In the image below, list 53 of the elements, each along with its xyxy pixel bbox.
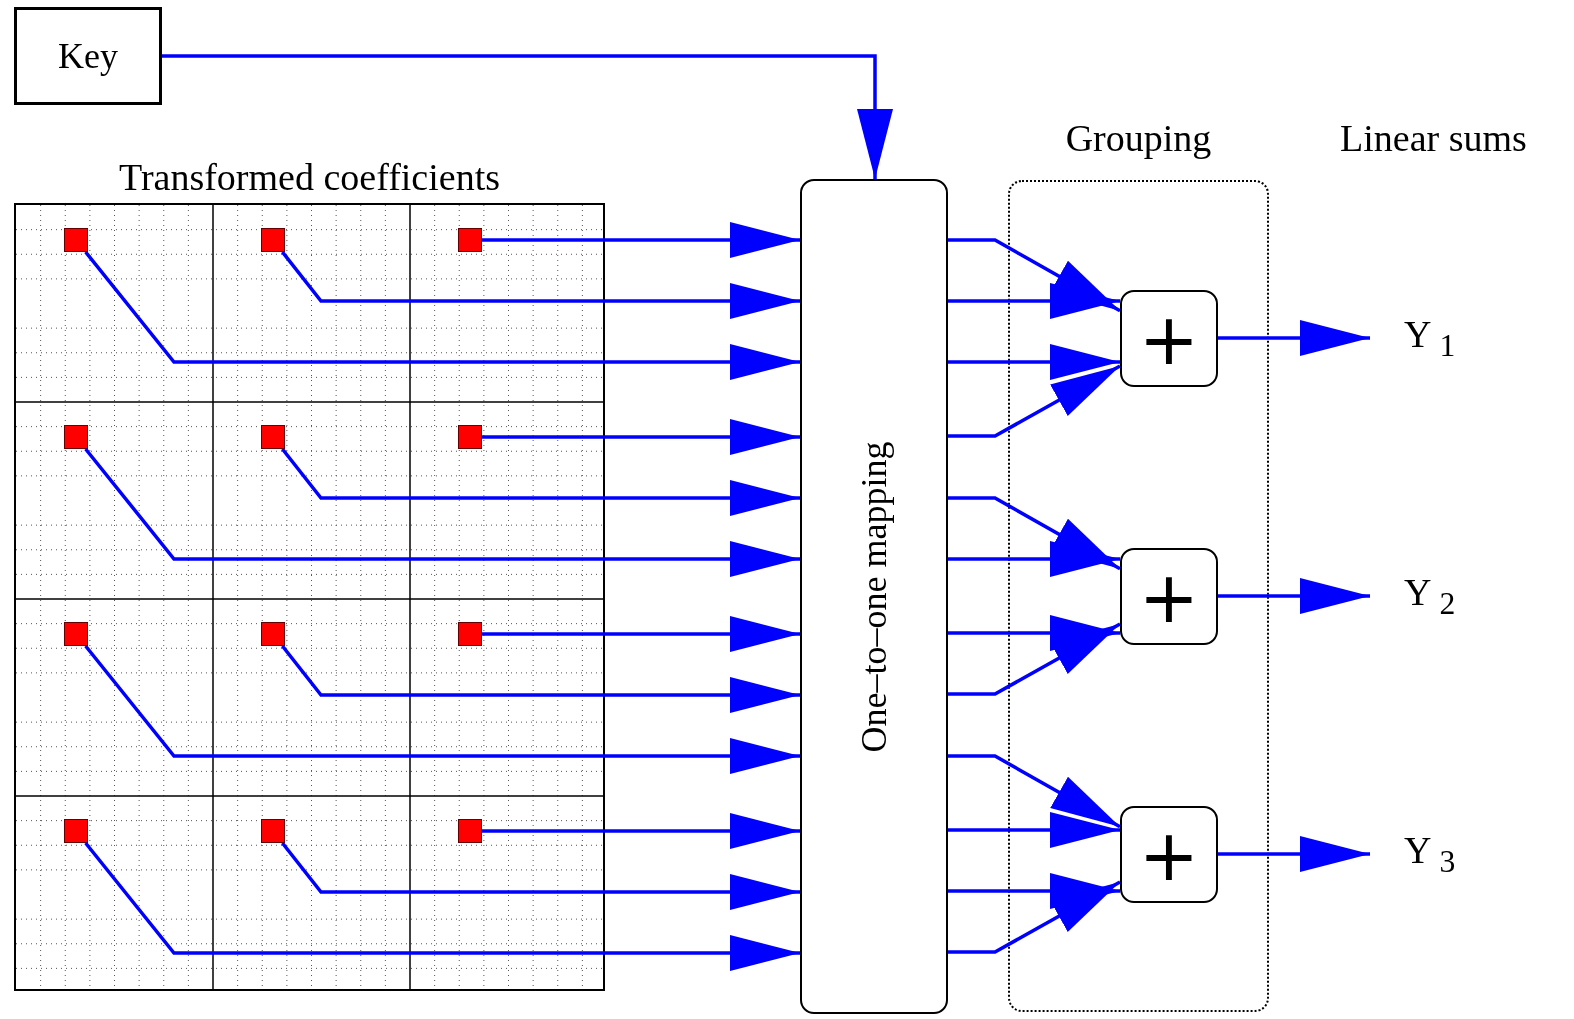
coefficient-marker	[261, 425, 285, 449]
coefficient-marker	[64, 819, 88, 843]
arrow	[948, 754, 1121, 829]
arrow	[1218, 836, 1370, 872]
arrow	[281, 644, 800, 713]
arrow	[482, 222, 800, 258]
coefficient-marker	[458, 622, 482, 646]
arrow	[948, 283, 1120, 319]
arrow	[948, 238, 1121, 313]
arrow	[948, 364, 1121, 438]
arrow	[948, 496, 1121, 571]
arrow	[84, 841, 800, 971]
arrow	[1218, 578, 1370, 614]
mapping-box	[800, 179, 948, 1014]
arrow	[1218, 320, 1370, 356]
arrow	[162, 54, 893, 179]
grouping-title: Grouping	[1064, 116, 1213, 160]
arrow	[948, 812, 1120, 848]
coefficient-marker	[458, 228, 482, 252]
coefficient-marker	[261, 228, 285, 252]
coefficient-marker	[458, 819, 482, 843]
arrow	[482, 616, 800, 652]
coefficient-marker	[64, 228, 88, 252]
sum-box: +	[1120, 548, 1218, 645]
key-box	[14, 7, 162, 105]
arrow	[84, 250, 800, 380]
text: Key	[58, 35, 118, 77]
coefficient-marker	[458, 425, 482, 449]
output-label: Y $_{3}$	[1404, 828, 1456, 880]
coefficient-marker	[261, 819, 285, 843]
arrow	[281, 447, 800, 516]
arrow	[84, 447, 800, 577]
arrow	[482, 419, 800, 455]
arrow	[948, 344, 1120, 380]
arrow	[281, 250, 800, 319]
output-label: Y $_{1}$	[1404, 312, 1456, 364]
output-label: Y $_{2}$	[1404, 570, 1456, 622]
mapping-label: One–to–one mapping	[853, 441, 895, 752]
arrow	[482, 813, 800, 849]
coefficient-marker	[261, 622, 285, 646]
coefficient-marker	[64, 425, 88, 449]
coefficient-marker	[64, 622, 88, 646]
arrow	[948, 615, 1120, 651]
arrow	[84, 644, 800, 774]
grid-title: Transformed coefficients	[118, 155, 501, 199]
column-heading: Linear sums	[1340, 116, 1527, 160]
arrow	[281, 841, 800, 910]
arrow	[948, 873, 1120, 909]
sum-box: +	[1120, 806, 1218, 903]
sum-box: +	[1120, 290, 1218, 387]
arrow	[948, 541, 1120, 577]
arrow	[948, 622, 1121, 696]
arrow	[948, 880, 1121, 954]
